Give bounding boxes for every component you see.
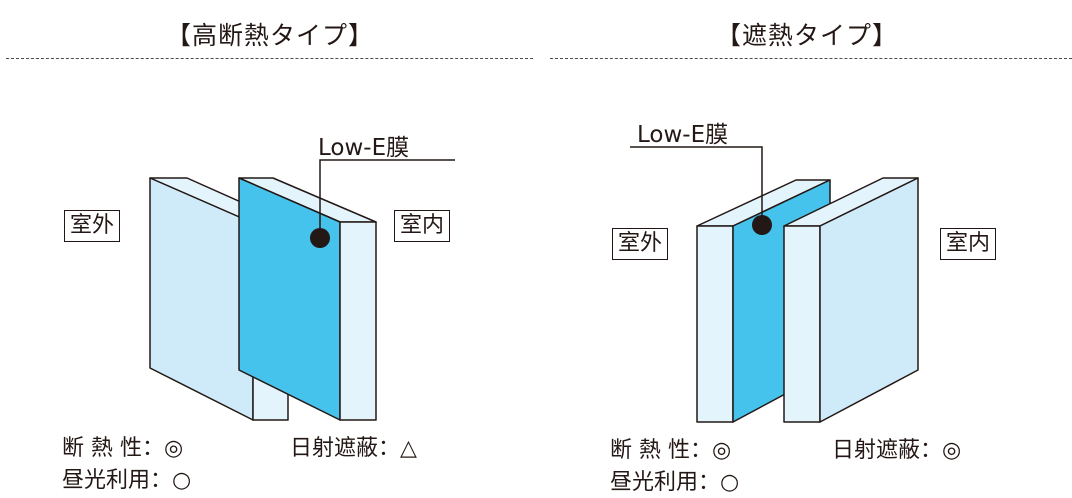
right-outdoor-label: 室外 xyxy=(612,228,669,260)
panel-title-high-insulation: 【高断熱タイプ】 xyxy=(166,21,375,50)
right-daylight-rating: 昼光利用：○ xyxy=(610,470,740,495)
right-indoor-label: 室内 xyxy=(940,228,997,260)
right-lowe-label: Low-E膜 xyxy=(637,122,729,148)
right-inner-pane xyxy=(783,177,919,423)
left-daylight-rating: 昼光利用：○ xyxy=(62,468,192,493)
divider-right xyxy=(550,58,1072,59)
left-shading-rating: 日射遮蔽：△ xyxy=(290,436,417,461)
left-coating-marker xyxy=(310,159,455,248)
panel-title-solar-shading: 【遮熱タイプ】 xyxy=(716,21,899,50)
divider-left xyxy=(6,58,533,59)
left-outdoor-label: 室外 xyxy=(64,210,121,242)
left-lowe-label: Low-E膜 xyxy=(318,135,410,161)
right-shading-rating: 日射遮蔽：◎ xyxy=(832,438,962,463)
right-insulation-rating: 断 熱 性：◎ xyxy=(610,438,732,463)
right-coating-marker xyxy=(630,146,772,235)
left-indoor-label: 室内 xyxy=(394,210,451,242)
left-insulation-rating: 断 熱 性：◎ xyxy=(62,436,184,461)
